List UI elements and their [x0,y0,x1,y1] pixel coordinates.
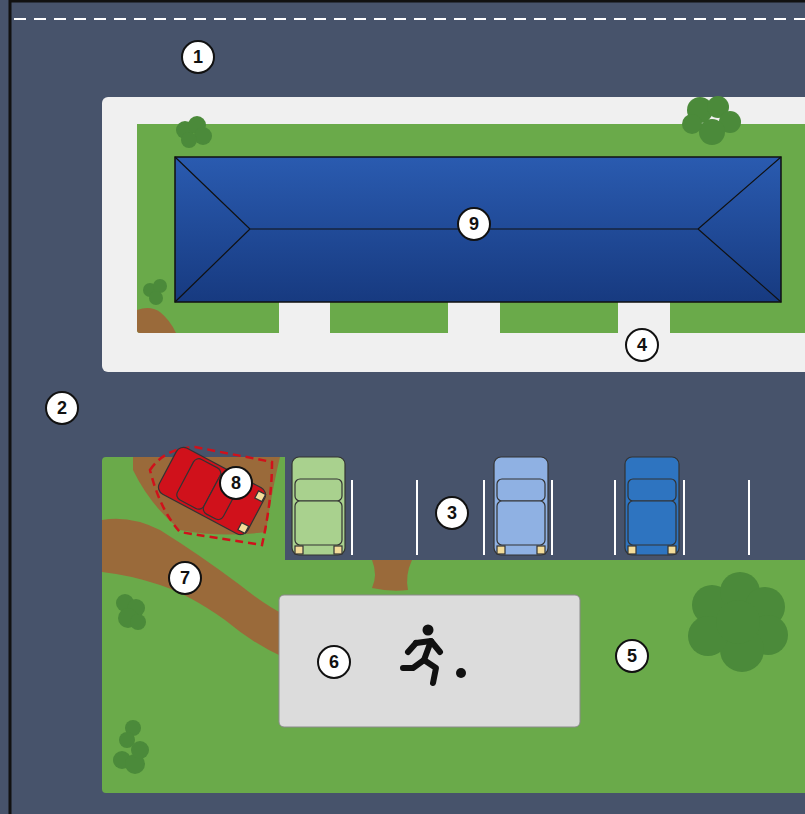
callout-number: 7 [168,561,202,595]
dirt-patch [372,560,412,591]
callout-number: 4 [625,328,659,362]
dirt-patch [133,457,280,535]
bush [113,572,788,774]
lawn [102,457,805,793]
soccer-player-icon [403,625,466,684]
callout-number: 5 [615,639,649,673]
lawn [137,124,805,333]
parking-line [352,480,749,555]
car [494,457,548,555]
car [156,445,269,538]
callout-number: 6 [317,645,351,679]
callout-number: 8 [219,466,253,500]
dirt-patch [137,308,176,333]
building-roof [175,157,781,302]
sports-court [279,595,580,727]
map-border [10,0,805,3]
sidewalk [102,97,805,372]
callout-number: 1 [181,40,215,74]
callout-number: 9 [457,207,491,241]
map-border [9,0,12,814]
car [292,457,345,555]
car [625,457,679,555]
lane-marking [14,18,805,20]
dirt-path [102,519,285,658]
callout-number: 2 [45,391,79,425]
callout-number: 3 [435,496,469,530]
